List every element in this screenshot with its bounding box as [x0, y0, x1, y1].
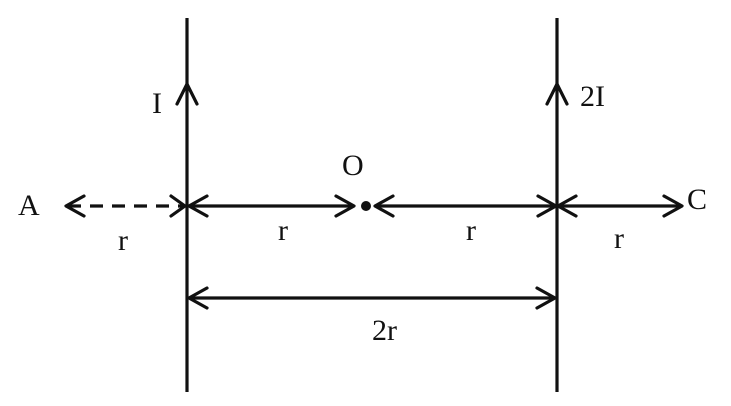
- left-wire-current-label: I: [152, 87, 162, 120]
- arrowhead-at-right-wire-toward-c: [556, 194, 578, 218]
- arrowhead-between-wires-left: [187, 286, 209, 310]
- distance-label-between-wires: 2r: [372, 314, 397, 347]
- right-wire-current-label: 2I: [580, 80, 605, 113]
- distance-label-right-c: r: [614, 222, 624, 255]
- point-o-label: O: [342, 149, 364, 182]
- right-wire-current-arrowhead: [545, 82, 569, 106]
- arrowhead-at-left-wire-toward-o: [187, 194, 209, 218]
- point-a-label: A: [18, 189, 40, 222]
- arrowhead-at-a: [64, 194, 86, 218]
- point-c-label: C: [687, 183, 707, 216]
- arrowhead-between-wires-right: [535, 286, 557, 310]
- distance-label-a-left: r: [118, 224, 128, 257]
- arrowhead-at-o-toward-right: [373, 194, 395, 218]
- distance-label-left-o: r: [278, 214, 288, 247]
- distance-label-o-right: r: [466, 214, 476, 247]
- left-wire-current-arrowhead: [175, 82, 199, 106]
- point-o-dot: [361, 201, 371, 211]
- arrowhead-at-c: [662, 194, 684, 218]
- arrowhead-at-left-wire-from-a: [169, 194, 187, 218]
- arrowhead-at-right-wire-from-o: [536, 194, 558, 218]
- arrowhead-at-o-from-left: [334, 194, 356, 218]
